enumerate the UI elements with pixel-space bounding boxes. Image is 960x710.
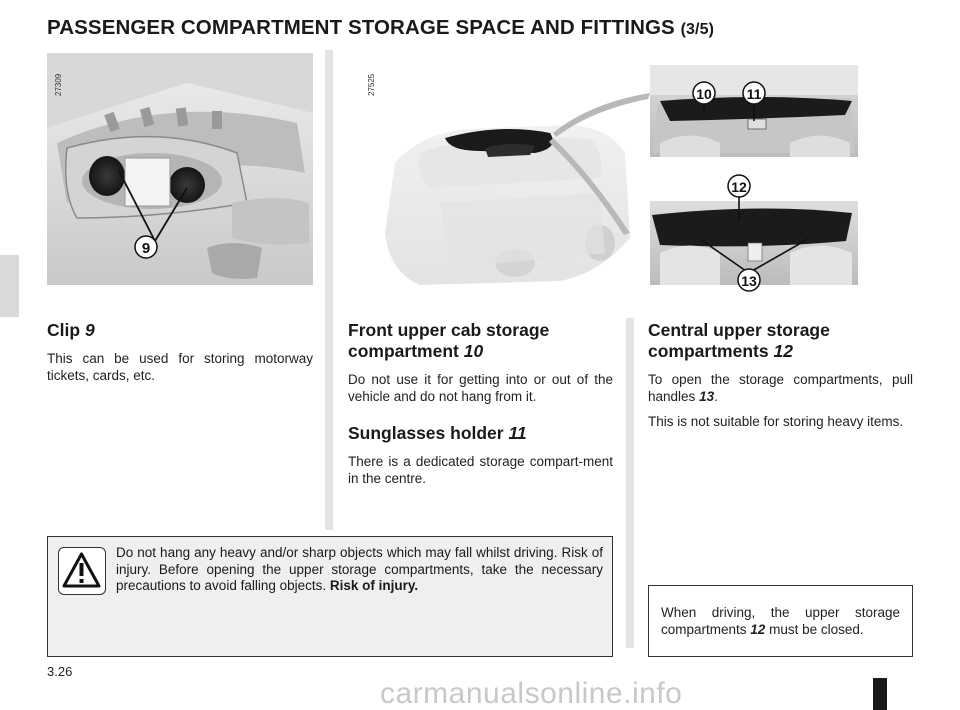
page-title-part: (3/5) bbox=[680, 21, 715, 38]
callout-12: 12 bbox=[731, 179, 747, 195]
corner-mark bbox=[873, 678, 887, 710]
section-text: This can be used for storing motorway ti… bbox=[47, 351, 313, 383]
section-heading: Clip 9 bbox=[47, 320, 95, 340]
section-front-upper: Front upper cab storage compartment 10 D… bbox=[348, 320, 613, 495]
section-central-upper: Central upper storage compartments 12 To… bbox=[648, 320, 913, 438]
figure-code: 27525 bbox=[367, 73, 376, 96]
section-clip: Clip 9 This can be used for storing moto… bbox=[47, 320, 313, 392]
callout-13: 13 bbox=[741, 273, 757, 289]
column-divider bbox=[325, 50, 333, 530]
callout-10: 10 bbox=[696, 86, 712, 102]
callout-11: 11 bbox=[747, 86, 762, 102]
callout-9: 9 bbox=[142, 240, 150, 257]
figure-code: 27309 bbox=[54, 73, 63, 96]
note-box: When driving, the upper storage compartm… bbox=[648, 585, 913, 657]
page-number: 3.26 bbox=[47, 664, 73, 679]
warning-box: Do not hang any heavy and/or sharp objec… bbox=[47, 536, 613, 657]
page-title-text: PASSENGER COMPARTMENT STORAGE SPACE AND … bbox=[47, 16, 675, 39]
section-text: There is a dedicated storage compart-men… bbox=[348, 454, 613, 486]
note-text: When driving, the upper storage compartm… bbox=[661, 605, 900, 637]
column-divider bbox=[626, 318, 634, 648]
warning-icon-frame bbox=[58, 547, 106, 595]
section-text: To open the storage compartments, pull h… bbox=[648, 372, 913, 404]
warning-emphasis: Risk of injury. bbox=[329, 578, 419, 593]
section-text: Do not use it for getting into or out of… bbox=[348, 372, 613, 404]
section-heading: Front upper cab storage compartment 10 bbox=[348, 320, 550, 361]
section-text: This is not suitable for storing heavy i… bbox=[648, 414, 904, 429]
chapter-tab bbox=[0, 255, 19, 317]
warning-triangle-icon bbox=[62, 552, 101, 588]
figure-clip-illustration: 9 bbox=[47, 53, 313, 285]
warning-text: Do not hang any heavy and/or sharp objec… bbox=[116, 545, 603, 593]
figure-storage-illustration: 10 11 12 13 bbox=[360, 53, 880, 293]
section-heading-sunglasses: Sunglasses holder 11 bbox=[348, 423, 527, 443]
section-heading: Central upper storage compartments 12 bbox=[648, 320, 830, 361]
page-title: PASSENGER COMPARTMENT STORAGE SPACE AND … bbox=[47, 16, 714, 40]
watermark-text: carmanualsonline.info bbox=[380, 677, 683, 710]
